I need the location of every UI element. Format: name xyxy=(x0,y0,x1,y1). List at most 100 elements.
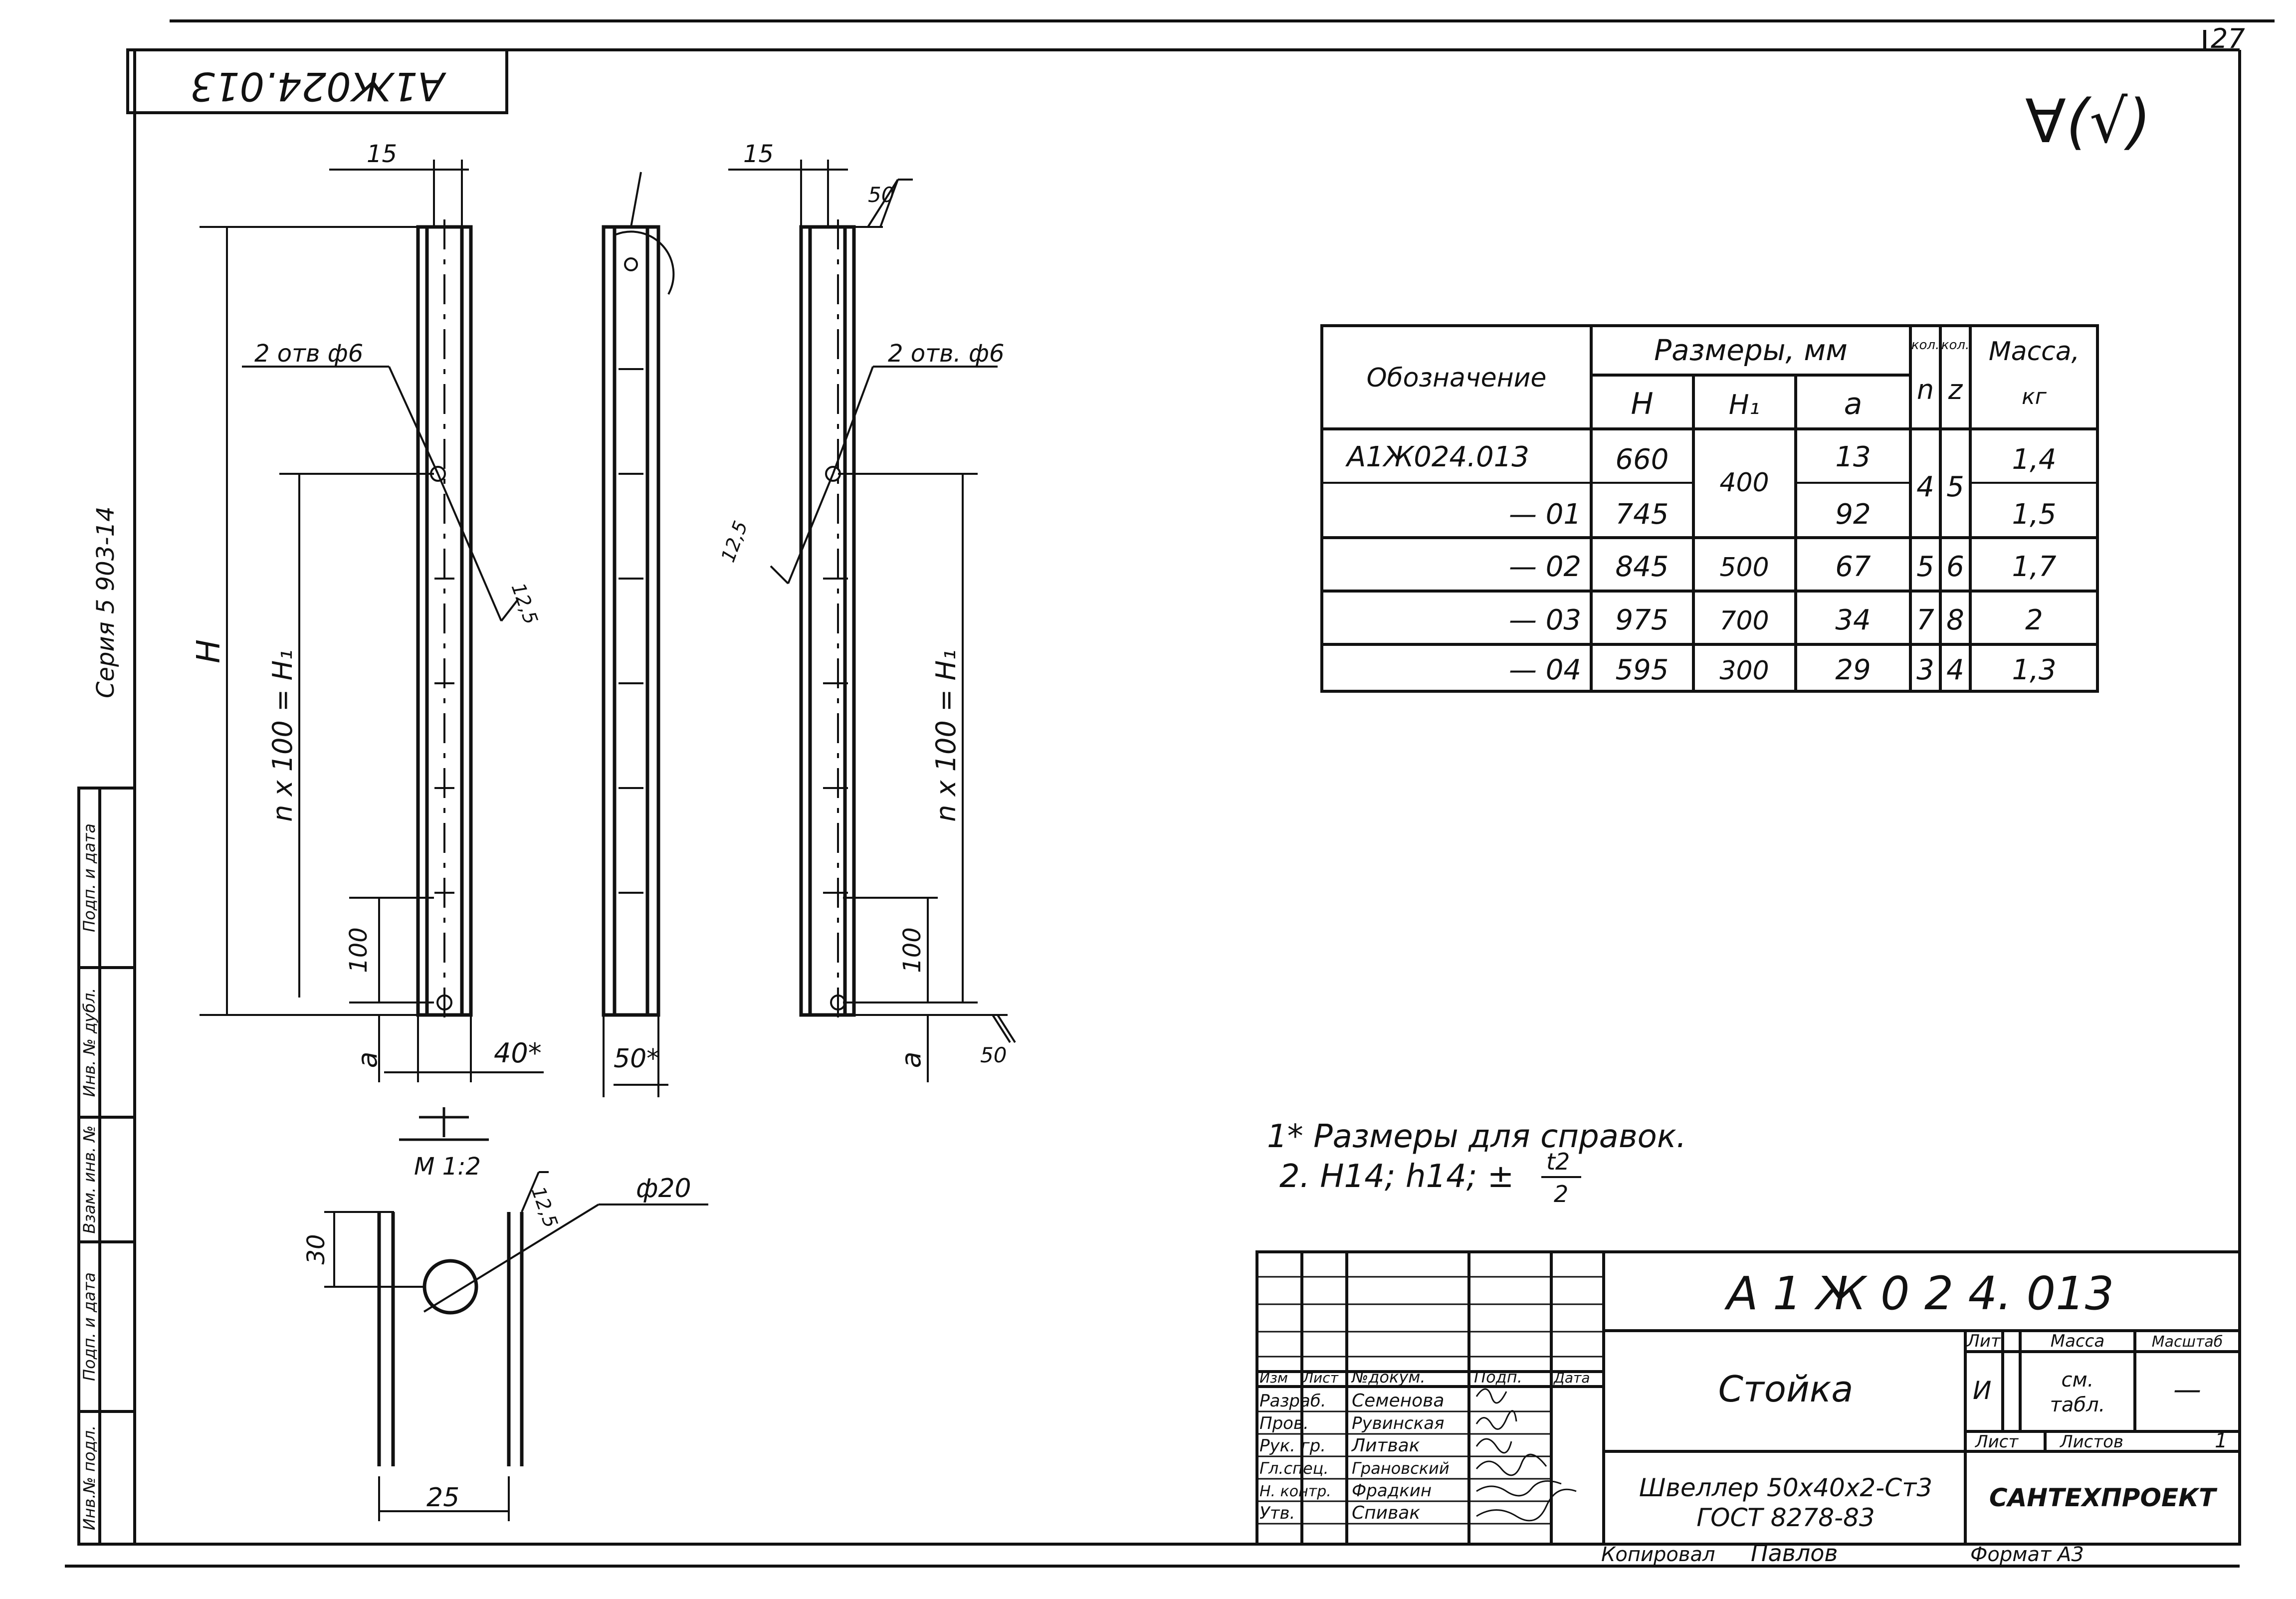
tb-name-2: Литвак xyxy=(1351,1435,1420,1456)
back-dim-top: 15 xyxy=(743,140,774,168)
row3-designation: — 03 xyxy=(1509,604,1581,636)
tb-mass-label: Масса xyxy=(2051,1331,2104,1351)
row2-n: 5 xyxy=(1916,551,1934,583)
tb-mass-value-1: см. xyxy=(2062,1369,2094,1392)
front-dim-100: 100 xyxy=(345,927,373,973)
notes: 1* Размеры для справок. 2. H14; h14; ± t… xyxy=(1267,1118,1686,1207)
note-2-den: 2 xyxy=(1554,1181,1568,1207)
row0-mass: 1,4 xyxy=(2012,443,2056,476)
tb-lit-value: И xyxy=(1973,1376,1991,1405)
front-pitch-label: n х 100 = H₁ xyxy=(267,649,298,821)
side-dim-width: 50* xyxy=(614,1044,659,1074)
row2-H: 845 xyxy=(1616,551,1669,583)
row3-a: 34 xyxy=(1835,604,1871,636)
stamp-inv-dubl: Инв. № дубл. xyxy=(80,988,99,1097)
tb-name-5: Спивак xyxy=(1352,1503,1420,1523)
back-dim-a: a xyxy=(895,1051,927,1068)
tb-role-4: Н. контр. xyxy=(1259,1483,1331,1500)
roughness-symbol: ∀(√) xyxy=(2025,87,2151,157)
tb-role-1: Пров. xyxy=(1259,1413,1309,1433)
tb-material-1: Швеллер 50х40х2-Ст3 xyxy=(1639,1473,1932,1502)
row2-z: 6 xyxy=(1946,551,1964,583)
front-roughness: 12,5 xyxy=(507,580,542,627)
row1-designation: — 01 xyxy=(1509,498,1581,531)
note-2: 2. H14; h14; ± xyxy=(1279,1158,1514,1195)
th-a: a xyxy=(1844,387,1863,421)
tb-col-list: Лист xyxy=(1302,1370,1339,1386)
tb-scale-label: Масштаб xyxy=(2152,1333,2223,1351)
tb-organization: САНТЕХПРОЕКТ xyxy=(1989,1483,2218,1512)
detail-hole: ф20 xyxy=(636,1174,691,1203)
th-z-top: кол. xyxy=(1941,338,1970,353)
th-n: n xyxy=(1917,374,1934,405)
row4-a: 29 xyxy=(1835,654,1871,686)
front-dim-a: a xyxy=(352,1051,383,1068)
tb-mass-value-2: табл. xyxy=(2050,1394,2105,1416)
tb-scale-value: — xyxy=(2173,1374,2201,1406)
stamp-vzam-inv: Взам. инв. № xyxy=(80,1125,99,1233)
row3-H: 975 xyxy=(1616,604,1669,636)
tb-code: А 1 Ж 0 2 4. 013 xyxy=(1724,1267,2114,1320)
note-1: 1* Размеры для справок. xyxy=(1267,1118,1686,1155)
detail-scale: M 1:2 xyxy=(414,1153,481,1181)
series-label: Серия 5 903-14 xyxy=(92,506,120,698)
stamp-podp-data-2: Подп. и дата xyxy=(80,823,99,932)
note-2-num: t2 xyxy=(1546,1148,1570,1175)
top-code: А1Ж024.013 xyxy=(190,63,447,108)
th-H: H xyxy=(1631,387,1653,421)
back-roughness-top: 50 xyxy=(868,183,894,207)
title-block: Изм Лист №докум. Подп. Дата Разраб. Семе… xyxy=(1255,1250,2241,1567)
tb-name: Стойка xyxy=(1718,1368,1854,1410)
detail-view: M 1:2 30 12,5 ф20 25 xyxy=(302,1107,708,1521)
tb-role-2: Рук. гр. xyxy=(1259,1436,1326,1456)
row0-a: 13 xyxy=(1835,441,1871,473)
tb-col-doc: №докум. xyxy=(1351,1368,1426,1387)
tb-copied: Копировал xyxy=(1601,1543,1715,1566)
row0-designation: А1Ж024.013 xyxy=(1345,441,1529,473)
row3-mass: 2 xyxy=(2025,604,2043,636)
row4-mass: 1,3 xyxy=(2012,654,2056,686)
detail-roughness: 12,5 xyxy=(527,1184,562,1231)
tb-name-1: Рувинская xyxy=(1352,1413,1445,1433)
tb-material-2: ГОСТ 8278-83 xyxy=(1696,1503,1875,1532)
tb-sheets-value: 1 xyxy=(2215,1429,2227,1452)
page-number: 27 xyxy=(2211,23,2245,54)
row1-H: 745 xyxy=(1616,498,1669,531)
th-mass-unit: кг xyxy=(2022,384,2047,409)
front-holes-label: 2 отв ф6 xyxy=(254,340,363,368)
th-H1: H₁ xyxy=(1729,389,1760,420)
front-view: 15 H 2 отв ф6 12,5 n х 100 = H₁ 100 a 40… xyxy=(191,140,544,1082)
row1-mass: 1,5 xyxy=(2012,498,2056,531)
th-designation: Обозначение xyxy=(1367,363,1547,393)
row4-H1: 300 xyxy=(1719,656,1769,686)
row3-z: 8 xyxy=(1946,604,1964,636)
front-dim-top: 15 xyxy=(367,140,397,168)
tb-sheets-label: Листов xyxy=(2059,1432,2123,1452)
spec-table: Обозначение Размеры, мм H H₁ a кол. n ко… xyxy=(1320,324,2099,693)
row4-H: 595 xyxy=(1616,654,1669,686)
row1-a: 92 xyxy=(1835,498,1871,531)
tb-format: Формат А3 xyxy=(1970,1543,2084,1566)
side-stamp: Инв.№ подл. Подп. и дата Взам. инв. № Ин… xyxy=(77,787,136,1546)
row4-z: 4 xyxy=(1946,654,1964,686)
tb-col-izm: Изм xyxy=(1259,1370,1288,1386)
row2-mass: 1,7 xyxy=(2012,551,2056,583)
merged-H1: 400 xyxy=(1719,468,1769,498)
row2-a: 67 xyxy=(1835,551,1871,583)
tb-col-date: Дата xyxy=(1553,1370,1590,1386)
row3-H1: 700 xyxy=(1719,606,1769,636)
back-roughness-bottom: 50 xyxy=(980,1043,1007,1067)
side-view: 50* xyxy=(602,172,675,1097)
stamp-podp-data-1: Подп. и дата xyxy=(80,1272,99,1381)
row3-n: 7 xyxy=(1916,604,1934,636)
merged-z: 5 xyxy=(1946,471,1964,503)
tb-name-0: Семенова xyxy=(1352,1391,1444,1411)
back-roughness: 12,5 xyxy=(717,518,752,566)
back-view: 15 50 2 отв. ф6 12,5 n х 100 = H₁ 100 a … xyxy=(717,140,1016,1082)
row0-H: 660 xyxy=(1616,443,1669,476)
tb-role-3: Гл.спец. xyxy=(1259,1459,1329,1478)
th-mass: Масса, xyxy=(1989,337,2080,367)
detail-dim-30: 30 xyxy=(302,1234,330,1264)
row4-n: 3 xyxy=(1916,654,1934,686)
